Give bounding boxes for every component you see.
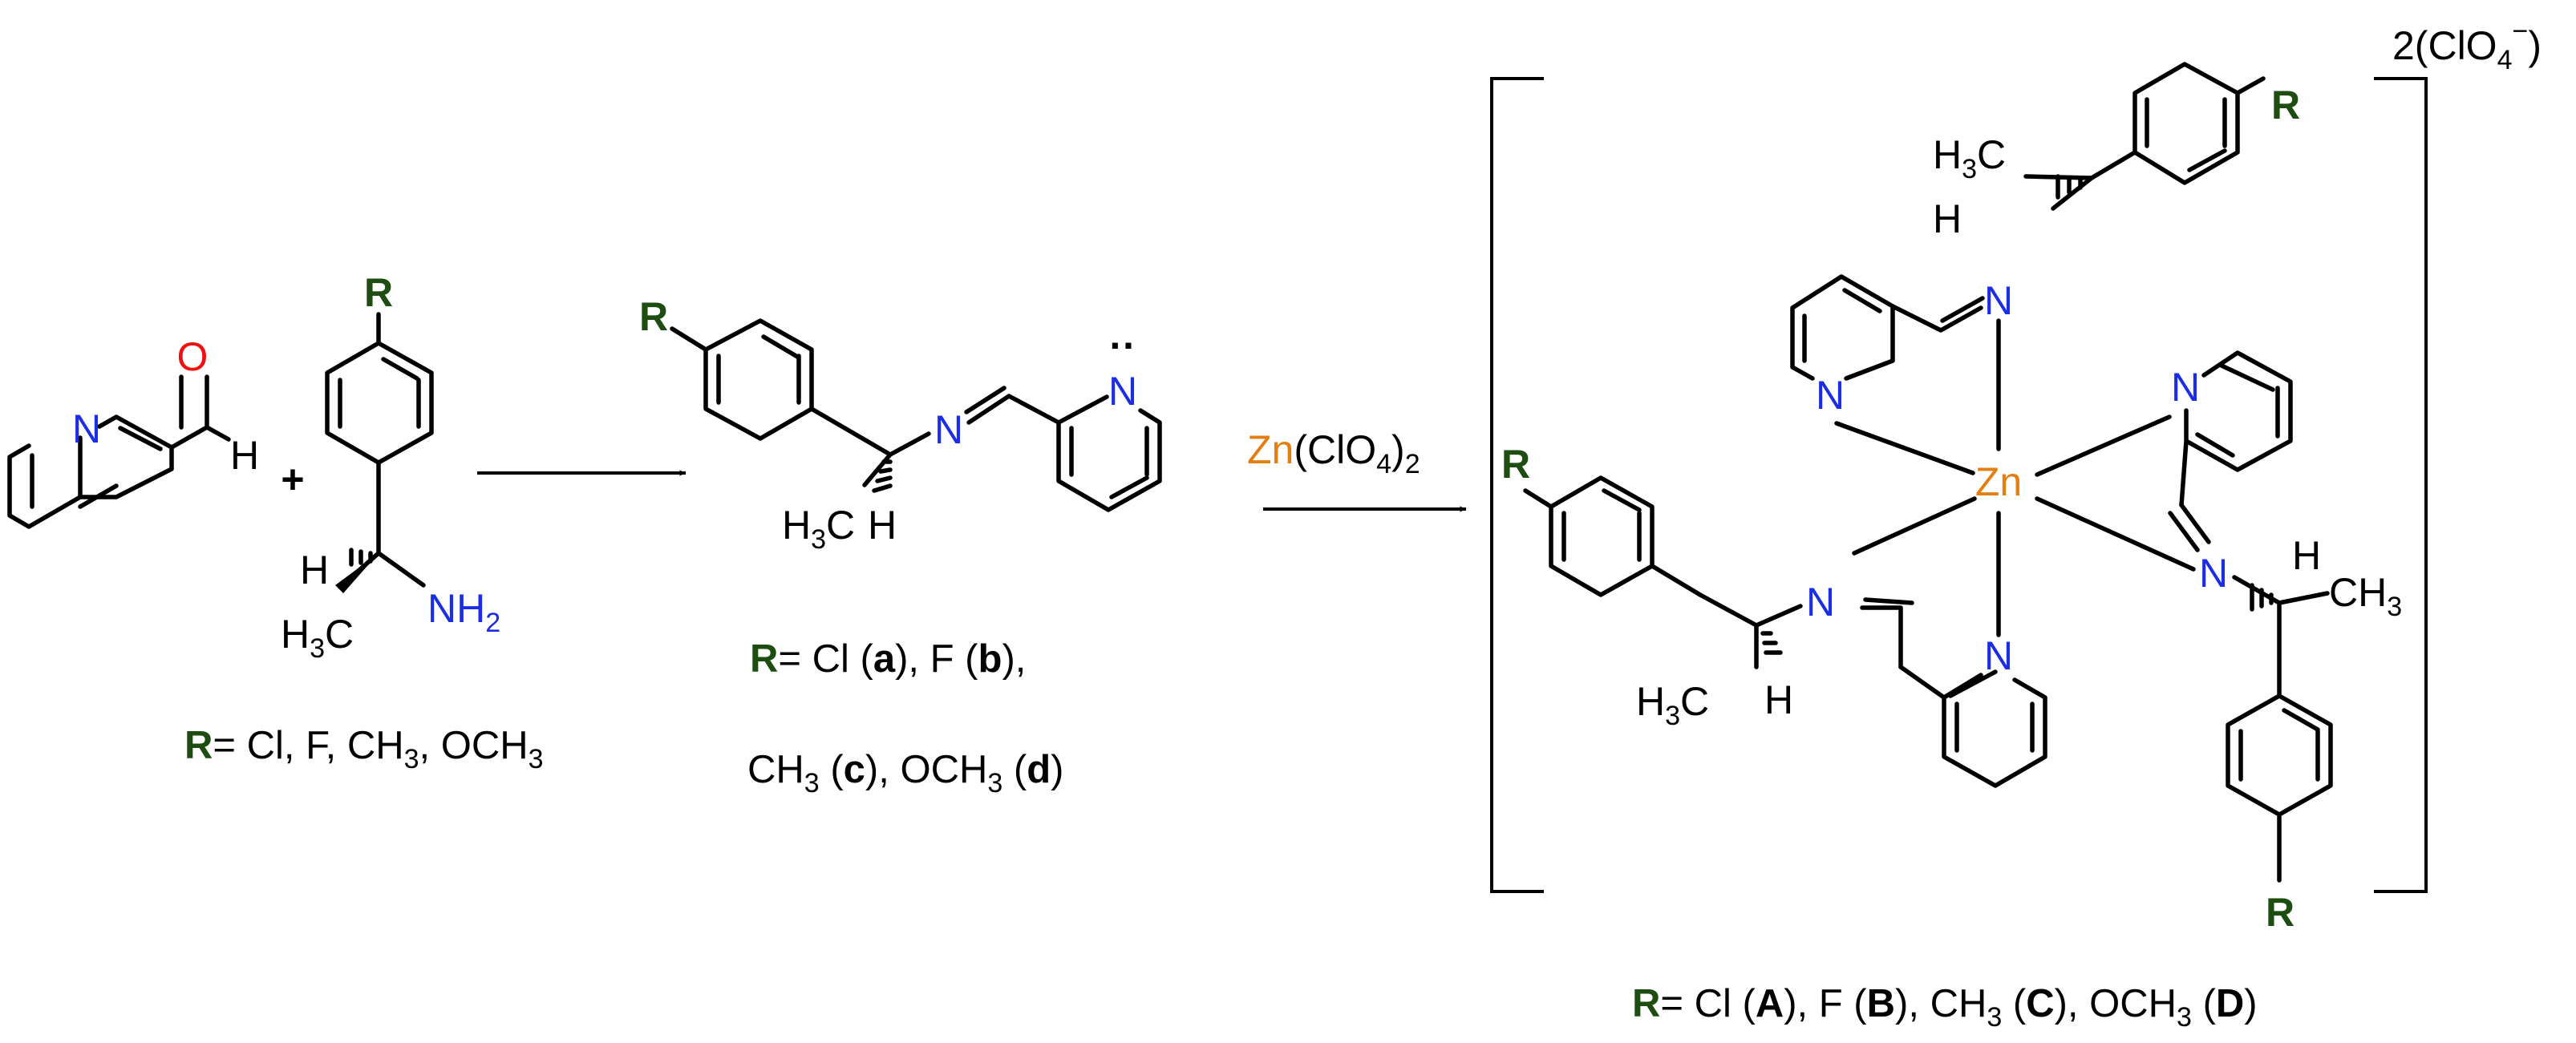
aldehyde-bonds: [169, 374, 231, 450]
r-group: R: [2266, 890, 2295, 935]
amine-label: NH2: [427, 586, 500, 638]
top-imine-pyridine-bonds: [1790, 274, 1985, 381]
top-phenyl-bonds: [2089, 62, 2266, 185]
stereo-hash: [349, 548, 373, 567]
r-group: R: [639, 294, 668, 339]
backbone-bonds: [809, 406, 931, 487]
right-stereo-hash: [2250, 583, 2274, 612]
methyl-label: CH3: [2329, 570, 2402, 622]
left-stereo-hash: [1760, 631, 1783, 655]
phenyl-ring-bonds: [325, 312, 434, 465]
left-backbone-bonds: [1698, 592, 1803, 669]
imine-bonds: [964, 386, 1061, 425]
atom-h: H: [230, 433, 259, 478]
left-imine-bonds: [1860, 597, 1914, 669]
pyridine-ring-bonds: [1056, 394, 1162, 512]
arylethylamine: R H H3C NH2: [281, 270, 500, 664]
r-group: R: [2271, 83, 2300, 127]
right-bracket: [2374, 77, 2428, 893]
right-imine-bonds: [2168, 503, 2211, 552]
top-stereo-hash: [2056, 174, 2083, 200]
atom-h: H: [2292, 533, 2321, 578]
phenyl-ring-bonds: [670, 318, 814, 441]
methyl-label: H3C: [782, 503, 855, 555]
imine-n: N: [1984, 278, 2013, 323]
reagent-label: Zn(ClO4)2: [1247, 427, 1420, 479]
imine-n: N: [1806, 580, 1835, 625]
ligand-caption-line2: CH3 (c), OCH3 (d): [747, 748, 1063, 798]
imine-n: N: [934, 407, 963, 452]
atom-h: H: [868, 503, 897, 548]
pyridine-n: N: [1816, 373, 1845, 418]
coordination-bonds: [1834, 318, 2196, 637]
pyridine-carbaldehyde: N O H: [7, 334, 259, 529]
pyridine-ring-bonds: [7, 414, 174, 529]
pyridine-n: N: [1108, 369, 1137, 414]
r-group: R: [364, 270, 393, 315]
pyridine-ring-double-bonds: [30, 426, 163, 509]
atom-h: H: [1764, 677, 1793, 722]
reactant-caption: R= Cl, F, CH3, OCH3: [184, 724, 544, 774]
lone-pair: ··: [1109, 323, 1136, 368]
methyl-label: H3C: [1933, 132, 2006, 184]
stereo-wedge: [335, 553, 379, 593]
left-phenyl-bonds: [1523, 475, 1703, 597]
complex-caption: R= Cl (A), F (B), CH3 (C), OCH3 (D): [1632, 982, 2258, 1033]
right-pyridine-bonds: [2179, 350, 2293, 507]
left-bracket: [1490, 77, 1544, 893]
pyridine-n: N: [1984, 633, 2013, 678]
bottom-pyridine-bonds: [1898, 665, 2047, 788]
zinc-atom: Zn: [1975, 459, 2022, 504]
r-group: R: [1501, 442, 1530, 487]
atom-h: H: [1933, 196, 1962, 241]
right-phenyl-bonds: [2226, 693, 2333, 883]
atom-o: O: [177, 334, 209, 379]
imine-n: N: [2199, 551, 2228, 596]
counterion-label: 2(ClO4−): [2392, 16, 2542, 75]
ligand-caption-line1: R= Cl (a), F (b),: [750, 637, 1026, 681]
methyl-label: H3C: [281, 612, 354, 664]
plus-sign: +: [281, 457, 304, 502]
right-backbone-bonds: [2232, 575, 2330, 698]
imine-ligand: R H H3C N N ··: [639, 294, 1162, 555]
atom-h: H: [300, 548, 329, 592]
atom-n: N: [72, 406, 101, 451]
zinc-complex: Zn R H3C H N N N N H CH3 R N N H: [1501, 62, 2402, 935]
stereocenter-bonds: [342, 460, 426, 588]
pyridine-n: N: [2171, 365, 2200, 410]
stereo-hash: [872, 459, 893, 493]
methyl-label: H3C: [1636, 679, 1709, 731]
